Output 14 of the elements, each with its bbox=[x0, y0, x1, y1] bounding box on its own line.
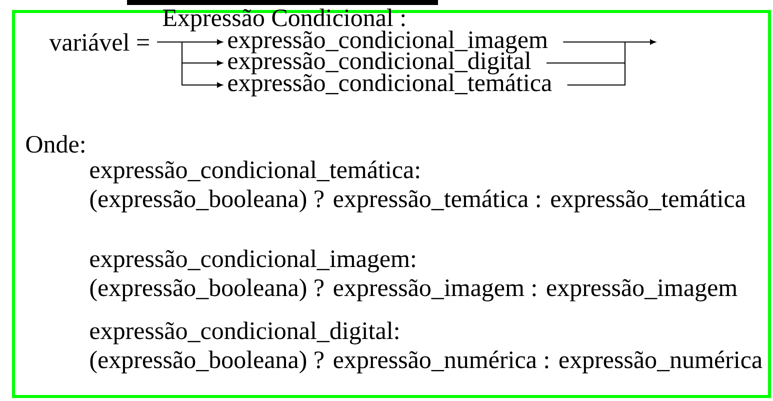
label-text: (expressão_booleana) ? expressão_numérica : expressão_numérica bbox=[90, 350, 762, 374]
expression-text: expressão_condicional_digital bbox=[228, 52, 531, 74]
expression-text: expressão_condicional_temática bbox=[228, 74, 552, 96]
label-text: (expressão_booleana) ? expressão_imagem : expressão_imagem bbox=[90, 278, 738, 302]
label-text: (expressão_booleana) ? expressão_temática : expressão_temática bbox=[90, 190, 746, 212]
label-text: expressão_condicional_imagem: bbox=[90, 250, 415, 272]
expression-text: variável = bbox=[49, 33, 149, 51]
arrow bbox=[546, 39, 656, 86]
arrow bbox=[156, 42, 223, 88]
expression-text: expressão_condicional_imagem bbox=[228, 30, 548, 54]
label-text: Expressão Condicional : bbox=[162, 8, 405, 32]
label-text: expressão_condicional_digital: bbox=[90, 322, 398, 344]
label-text: expressão_condicional_temática: bbox=[90, 160, 420, 184]
label-text: Onde: bbox=[26, 135, 84, 153]
